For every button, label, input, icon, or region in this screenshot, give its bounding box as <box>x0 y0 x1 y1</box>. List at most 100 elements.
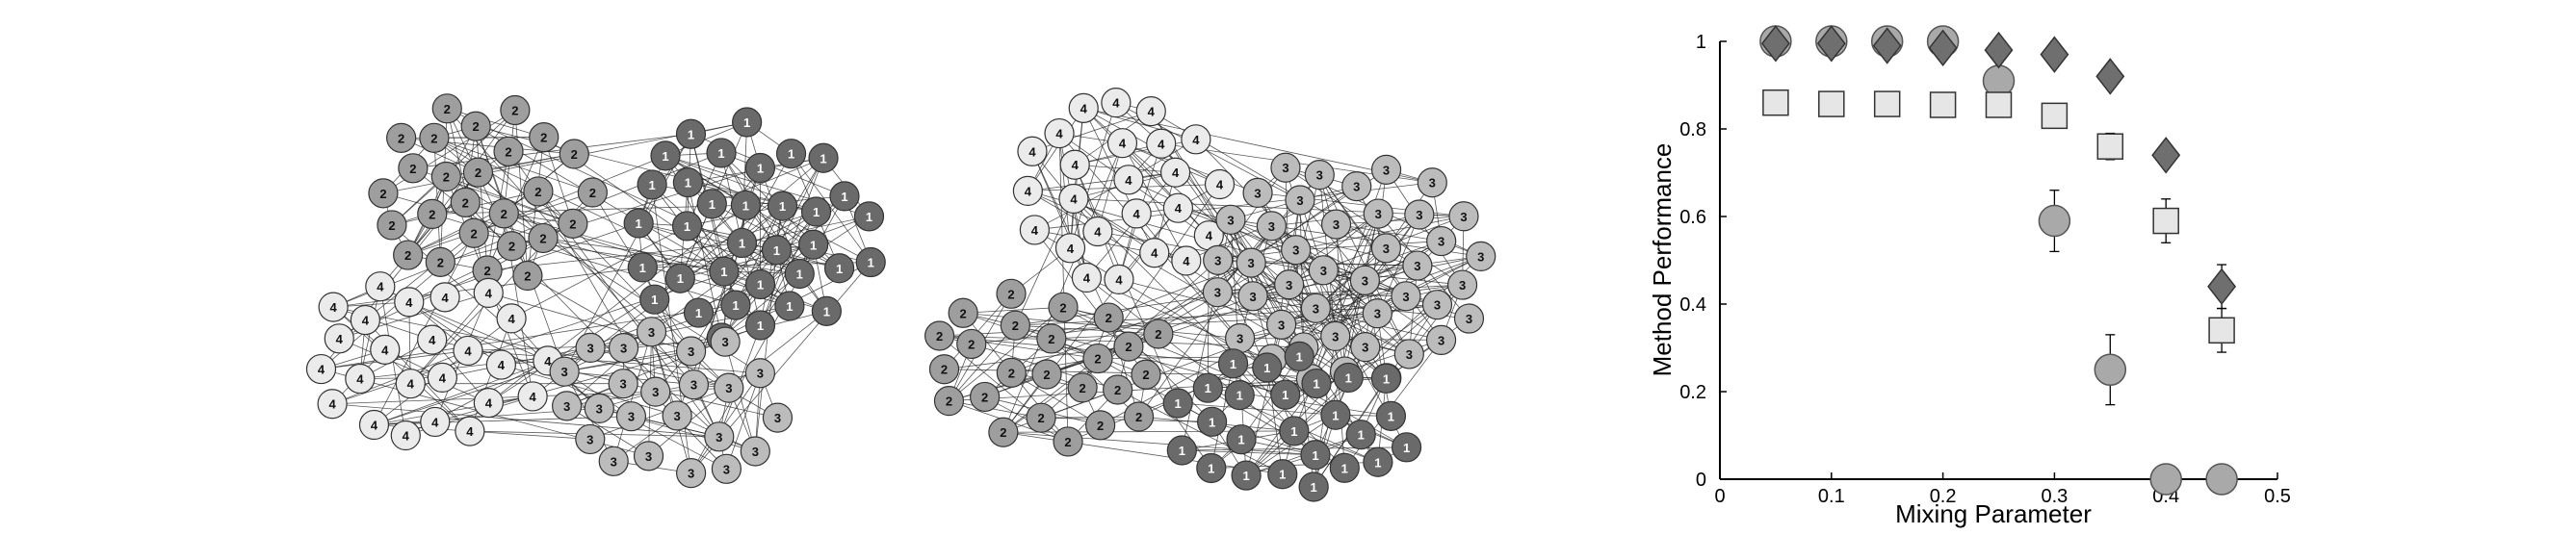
node-label: 3 <box>688 467 694 481</box>
node-circle <box>933 386 965 417</box>
network-edge <box>1295 241 1442 251</box>
node-label: 3 <box>1414 259 1420 273</box>
node-circle <box>1402 250 1433 281</box>
node-label: 4 <box>530 390 537 404</box>
network-node: 1 <box>720 290 751 320</box>
network-node: 1 <box>744 152 776 184</box>
node-circle <box>1203 244 1234 275</box>
square-marker <box>2041 102 2069 130</box>
node-label: 4 <box>1055 127 1063 141</box>
node-circle <box>462 157 494 188</box>
node-circle <box>485 349 516 380</box>
node-label: 2 <box>1125 340 1132 354</box>
network-edge <box>963 312 1099 359</box>
network-node: 3 <box>710 326 741 357</box>
node-label: 3 <box>1438 333 1444 347</box>
node-label: 4 <box>1148 105 1156 119</box>
node-circle <box>664 263 695 293</box>
node-label: 2 <box>1043 368 1050 382</box>
network-node: 4 <box>370 334 401 365</box>
node-label: 1 <box>1311 480 1317 495</box>
node-label: 3 <box>1227 213 1234 227</box>
node-label: 4 <box>431 415 439 429</box>
network-node: 2 <box>1085 410 1116 441</box>
node-circle <box>1113 331 1144 362</box>
node-label: 4 <box>1067 242 1075 256</box>
network-node: 1 <box>709 256 740 287</box>
network-edge <box>726 372 761 470</box>
network-node: 4 <box>1019 215 1050 245</box>
node-label: 1 <box>868 256 874 270</box>
node-circle <box>350 304 380 336</box>
network-node: 3 <box>744 358 776 389</box>
node-circle <box>650 140 681 171</box>
x-tick-label: 0.2 <box>1930 486 1957 507</box>
network-node: 1 <box>726 227 758 259</box>
node-label: 2 <box>1079 381 1085 395</box>
node-label: 1 <box>1332 408 1339 422</box>
node-label: 3 <box>725 381 732 395</box>
node-circle <box>1146 128 1177 159</box>
node-label: 4 <box>498 358 506 372</box>
node-circle <box>1181 124 1211 155</box>
node-label: 4 <box>1031 223 1039 238</box>
network-node: 2 <box>431 93 462 124</box>
square-marker <box>1929 91 1957 118</box>
node-circle <box>996 357 1027 388</box>
node-label: 4 <box>1183 254 1190 268</box>
node-circle <box>1017 136 1048 166</box>
network-node: 2 <box>472 255 503 286</box>
node-circle <box>1104 264 1134 294</box>
network-node: 2 <box>488 198 519 229</box>
network-node: 4 <box>1135 96 1166 127</box>
network-node: 3 <box>575 332 606 363</box>
node-circle <box>761 235 793 266</box>
network-node: 1 <box>774 291 805 321</box>
node-circle <box>829 181 860 212</box>
network-node: 2 <box>528 222 559 254</box>
network-node: 2 <box>559 139 589 169</box>
network-node: 4 <box>1121 198 1152 229</box>
node-circle <box>368 178 399 209</box>
node-circle <box>1298 471 1329 502</box>
node-label: 4 <box>330 300 338 315</box>
network-node: 4 <box>1012 175 1043 206</box>
network-edge <box>1318 174 1366 347</box>
node-circle <box>1054 233 1086 264</box>
network-node: 1 <box>1320 399 1351 430</box>
node-label: 1 <box>1205 381 1211 395</box>
node-circle <box>1159 157 1191 188</box>
node-label: 1 <box>1279 468 1286 482</box>
network-node: 2 <box>1053 426 1083 457</box>
node-circle <box>1270 379 1301 410</box>
diamond-marker <box>2151 137 2181 174</box>
network-edge <box>623 347 720 438</box>
network-node: 3 <box>552 391 583 421</box>
network-node: 4 <box>1054 233 1086 264</box>
network-node: 2 <box>924 320 955 351</box>
network-edge <box>1086 277 1316 456</box>
node-label: 2 <box>941 363 948 377</box>
node-circle <box>377 210 407 241</box>
network-node: 1 <box>1166 435 1197 466</box>
network-edge <box>728 311 827 389</box>
node-label: 4 <box>1115 272 1123 287</box>
node-label: 1 <box>1290 424 1297 439</box>
network-edge <box>949 373 1048 402</box>
node-circle <box>1231 460 1262 491</box>
network-edge <box>510 225 688 319</box>
network-node: 3 <box>1417 167 1447 198</box>
network-node: 3 <box>1370 233 1402 264</box>
network-edge <box>542 238 800 274</box>
node-label: 2 <box>508 240 515 254</box>
diamond-marker <box>1760 25 1790 63</box>
network-edge <box>760 244 814 326</box>
node-circle <box>395 369 426 399</box>
node-label: 1 <box>1374 455 1381 470</box>
node-circle <box>496 231 528 262</box>
square-marker <box>1873 90 1901 117</box>
network-edge <box>1028 108 1084 191</box>
network-edge <box>1217 166 1287 261</box>
node-circle <box>1224 380 1255 411</box>
network-node: 1 <box>1196 406 1228 437</box>
